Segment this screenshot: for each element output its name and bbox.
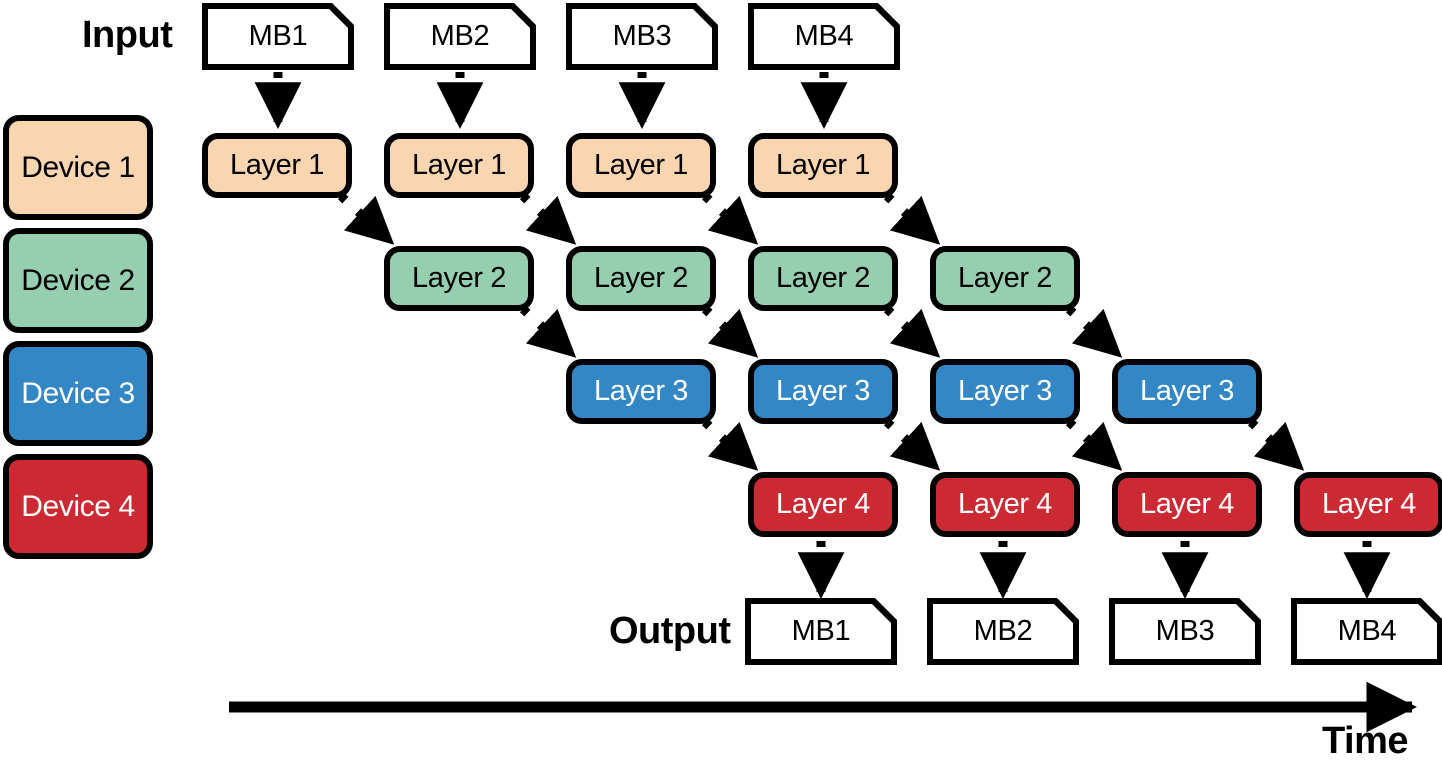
output-microbatch-mb3: MB3 [1109,598,1261,665]
output-microbatch-mb2: MB2 [927,598,1079,665]
layer-label: Layer 4 [1322,488,1416,520]
microbatch-label: MB3 [612,20,672,52]
layer-label: Layer 4 [958,488,1052,520]
microbatch-label: MB1 [791,615,851,647]
layer-label: Layer 1 [776,149,870,181]
layer-label: Layer 1 [230,149,324,181]
document-fill [1115,604,1255,659]
time-axis-label: Time [1322,720,1409,762]
microbatch-label: MB1 [248,20,308,52]
layer-cell-stage3-mb2: Layer 3 [748,359,898,424]
layer-cell-stage2-mb2: Layer 2 [566,246,716,311]
input-microbatch-mb1: MB1 [202,3,354,70]
layer-cell-stage2-mb1: Layer 2 [384,246,534,311]
stage1-to-stage2-arrows [337,192,941,245]
input-microbatch-mb3: MB3 [566,3,718,70]
layer-cell-stage1-mb4: Layer 1 [748,133,898,198]
microbatch-label: MB3 [1155,615,1215,647]
document-fill [933,604,1073,659]
layer-label: Layer 2 [594,262,688,294]
layer-cell-stage4-mb3: Layer 4 [1112,472,1262,537]
layer-cell-stage3-mb1: Layer 3 [566,359,716,424]
input-feed-arrows [254,72,848,130]
input-microbatch-mb4: MB4 [748,3,900,70]
device-legend-device-1: Device 1 [3,115,153,220]
output-feed-arrows [797,541,1391,600]
output-microbatch-mb1: MB1 [745,598,897,665]
layer-cell-stage3-mb3: Layer 3 [930,359,1080,424]
device-label: Device 2 [21,263,135,297]
device-legend-device-3: Device 3 [3,341,153,446]
document-fill [390,9,530,64]
layer-cell-stage2-mb3: Layer 2 [748,246,898,311]
device-legend-device-2: Device 2 [3,228,153,333]
layer-cell-stage1-mb1: Layer 1 [202,133,352,198]
layer-label: Layer 3 [776,375,870,407]
layer-cell-stage4-mb1: Layer 4 [748,472,898,537]
device-label: Device 1 [21,150,135,184]
layer-label: Layer 2 [958,262,1052,294]
output-microbatch-mb4: MB4 [1291,598,1442,665]
device-label: Device 3 [21,376,135,410]
layer-label: Layer 4 [1140,488,1234,520]
document-fill [1297,604,1437,659]
device-legend-device-4: Device 4 [3,454,153,559]
layer-cell-stage2-mb4: Layer 2 [930,246,1080,311]
microbatch-label: MB2 [430,20,490,52]
microbatch-label: MB4 [1337,615,1397,647]
input-microbatch-mb2: MB2 [384,3,536,70]
layer-cell-stage3-mb4: Layer 3 [1112,359,1262,424]
layer-label: Layer 3 [958,375,1052,407]
document-fill [572,9,712,64]
document-fill [754,9,894,64]
layer-label: Layer 2 [776,262,870,294]
layer-label: Layer 1 [412,149,506,181]
layer-label: Layer 2 [412,262,506,294]
layer-label: Layer 1 [594,149,688,181]
layer-label: Layer 3 [1140,375,1234,407]
layer-cell-stage4-mb4: Layer 4 [1294,472,1442,537]
input-label: Input [82,14,173,56]
layer-cell-stage1-mb2: Layer 1 [384,133,534,198]
layer-cell-stage1-mb3: Layer 1 [566,133,716,198]
output-label: Output [609,610,731,652]
stage3-to-stage4-arrows [701,418,1305,471]
microbatch-label: MB2 [973,615,1033,647]
layer-label: Layer 3 [594,375,688,407]
document-fill [208,9,348,64]
microbatch-label: MB4 [794,20,854,52]
document-fill [751,604,891,659]
layer-cell-stage4-mb2: Layer 4 [930,472,1080,537]
layer-label: Layer 4 [776,488,870,520]
stage2-to-stage3-arrows [519,305,1123,358]
device-label: Device 4 [21,489,135,523]
